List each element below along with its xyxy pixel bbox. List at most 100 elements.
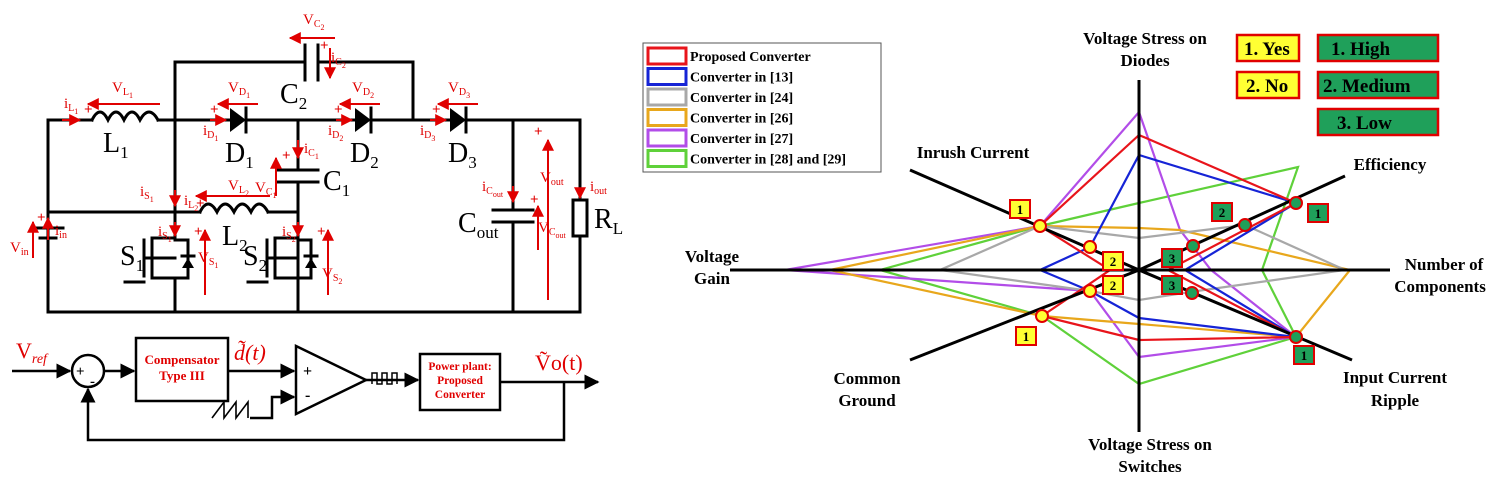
annotation-is1b: iS1 — [158, 224, 172, 244]
axis-label-diode-stress-1: Voltage Stress on — [1083, 29, 1207, 48]
plant-line1: Power plant: — [428, 361, 491, 373]
legend-swatch-0 — [646, 46, 688, 66]
legend-label-2: Converter in [24] — [690, 91, 793, 106]
annotation-iin: iin — [55, 223, 67, 241]
vref-label: Vref — [16, 338, 49, 367]
marker-eff-inner: 3 — [1169, 251, 1176, 266]
sawtooth-icon — [211, 399, 249, 421]
converter-circuit: L1 L2 C2 C1 Cout D1 D2 D3 S1 S2 RL — [10, 12, 623, 314]
annotation-vd3: VD3 — [448, 80, 470, 100]
annotation-id2: iD2 — [328, 123, 343, 143]
comparator-minus: - — [305, 387, 310, 404]
key-high: 1. High — [1331, 39, 1391, 60]
axis-label-efficiency: Efficiency — [1354, 155, 1427, 174]
annotation-vc2: VC2 — [303, 12, 325, 32]
annotation-vs1: VS1 — [198, 250, 218, 270]
annotation-is2: iS2 — [282, 224, 296, 244]
annotation-vin: Vin — [10, 240, 29, 258]
annotation-vl1: VL1 — [112, 80, 133, 100]
capacitor-cout — [491, 208, 535, 224]
comparator-plus: + — [303, 363, 312, 380]
polarity-marks: + + + + + + + + + + + + — [37, 38, 543, 240]
axis-label-ground-1: Common — [833, 369, 901, 388]
diode-d2 — [355, 106, 373, 134]
svg-text:+: + — [194, 224, 203, 240]
svg-text:+: + — [37, 210, 46, 226]
legend-label-5: Converter in [28] and [29] — [690, 153, 846, 168]
key-yes: 1. Yes — [1244, 39, 1290, 60]
svg-text:+: + — [210, 102, 219, 118]
label-d2: D2 — [350, 138, 379, 172]
label-rl: RL — [594, 204, 623, 238]
series-converter-28-29 — [875, 165, 1300, 386]
annotation-vs2: VS2 — [322, 266, 342, 286]
label-d1: D1 — [225, 138, 254, 172]
legend-swatch-2 — [646, 87, 688, 107]
legend-swatch-5 — [646, 149, 688, 168]
svg-text:+: + — [534, 124, 543, 140]
capacitor-c1 — [276, 168, 320, 184]
rating-key: 1. Yes 2. No 1. High 2. Medium 3. Low — [1235, 33, 1440, 137]
axis-label-switch-stress-2: Switches — [1118, 457, 1182, 476]
comparator — [294, 344, 369, 416]
label-c1: C1 — [323, 166, 350, 200]
annotation-vcout: VCout — [538, 220, 567, 240]
marker-inrush: 1 — [1017, 202, 1024, 217]
label-l2: L2 — [222, 221, 248, 255]
legend-swatch-4 — [646, 128, 688, 148]
annotation-icout: iCout — [482, 179, 504, 199]
compensator-line1: Compensator — [144, 352, 219, 367]
key-medium: 2. Medium — [1323, 76, 1411, 97]
svg-text:+: + — [530, 192, 539, 208]
label-cout: Cout — [458, 208, 499, 242]
legend-swatch-1 — [646, 67, 688, 86]
annotation-il1: iL1 — [64, 96, 78, 116]
axis-label-gain-2: Gain — [694, 269, 730, 288]
annotation-ic2: iC2 — [331, 50, 346, 70]
annotation-id1: iD1 — [203, 123, 218, 143]
axis-label-gain-1: Voltage — [685, 247, 740, 266]
svg-text:+: + — [334, 102, 343, 118]
compensator-line2: Type III — [159, 368, 205, 383]
axis-label-components-1: Number of — [1405, 255, 1484, 274]
svg-text:+: + — [282, 148, 291, 164]
annotation-arrows — [27, 32, 586, 300]
legend-label-4: Converter in [27] — [690, 132, 793, 147]
marker-eff-mid: 2 — [1219, 205, 1226, 220]
svg-text:+: + — [84, 102, 93, 118]
annotation-vd1: VD1 — [228, 80, 250, 100]
label-l1: L1 — [103, 128, 129, 162]
axis-label-switch-stress-1: Voltage Stress on — [1088, 435, 1212, 454]
annotation-iout: iout — [590, 179, 607, 197]
resistor-rl — [571, 198, 589, 238]
marker-eff-outer: 1 — [1315, 206, 1322, 221]
diode-d1 — [230, 106, 248, 134]
marker-inrush-inner: 2 — [1110, 254, 1117, 269]
label-c2: C2 — [280, 79, 307, 113]
annotation-is1a: iS1 — [140, 184, 154, 204]
svg-text:+: + — [320, 38, 329, 54]
annotation-il2: iL2 — [184, 193, 198, 213]
compensator-block — [134, 336, 230, 403]
capacitor-c2 — [303, 43, 320, 82]
svg-text:+: + — [432, 102, 441, 118]
inductor-l2 — [197, 202, 271, 216]
annotation-vout: Vout — [540, 170, 564, 188]
radar-chart: Voltage Stress on Diodes Efficiency Numb… — [642, 29, 1486, 476]
axis-label-ripple-2: Ripple — [1371, 391, 1420, 410]
sum-plus: + — [76, 364, 85, 380]
marker-ripple-inner: 3 — [1169, 278, 1176, 293]
sum-minus: - — [90, 374, 95, 390]
legend-label-0: Proposed Converter — [690, 50, 811, 65]
control-loop: Vref + - Compensator Type III d̃(t) + - … — [12, 336, 600, 442]
plant-line3: Converter — [435, 389, 485, 401]
annotation-id3: iD3 — [420, 123, 435, 143]
pwm-icon — [371, 372, 398, 385]
label-s2: S2 — [243, 241, 267, 275]
plant-line2: Proposed — [437, 375, 483, 387]
svg-text:+: + — [196, 196, 205, 212]
key-low: 3. Low — [1337, 113, 1392, 134]
diode-d3 — [450, 106, 468, 134]
